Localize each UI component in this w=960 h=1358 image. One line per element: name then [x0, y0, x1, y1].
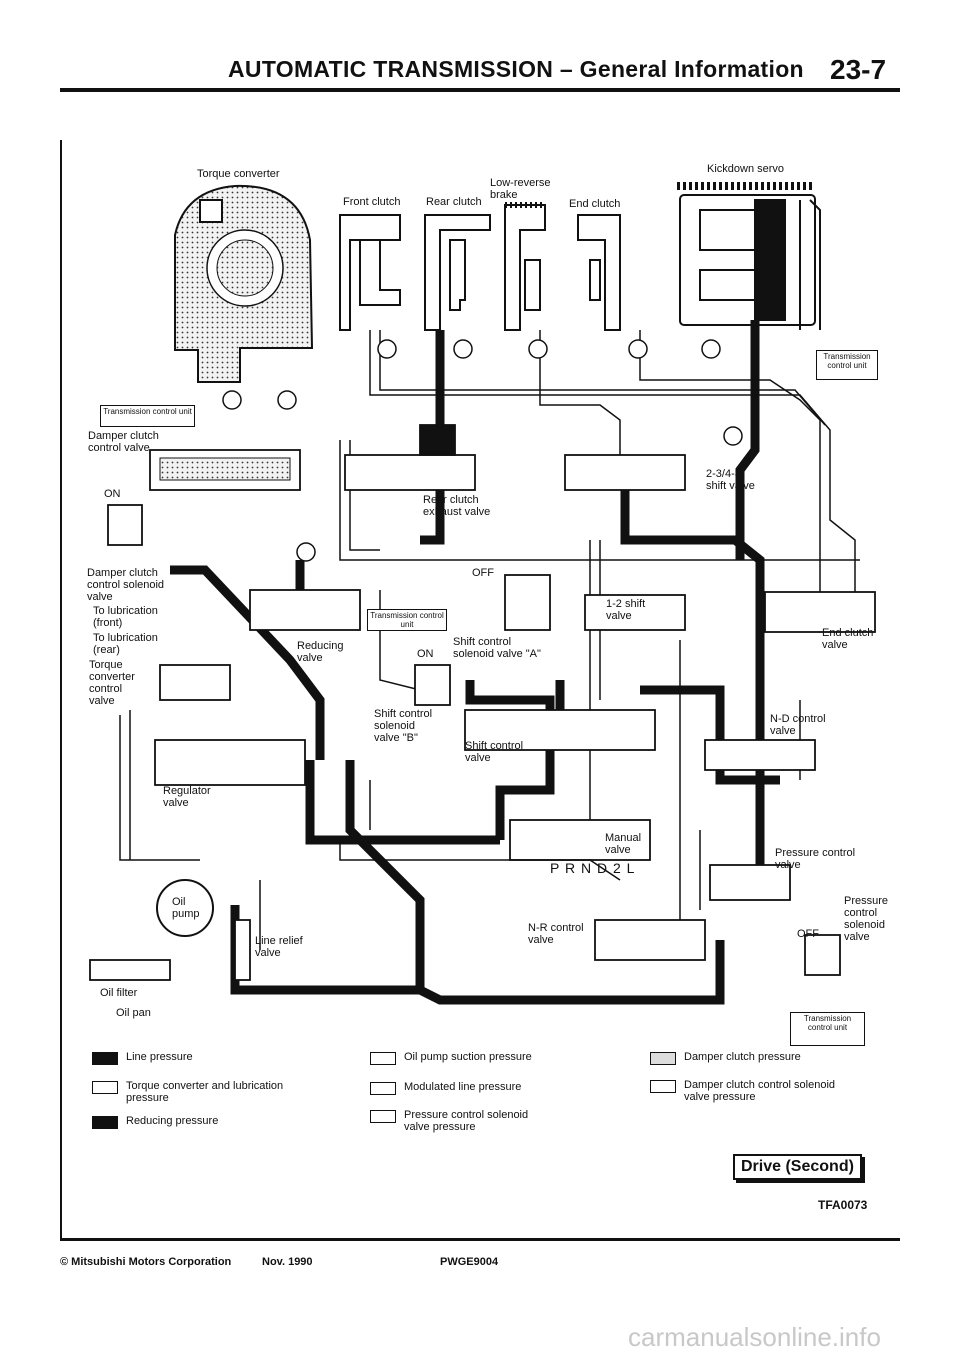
- label-nr-control-valve: N-R control valve: [528, 922, 584, 946]
- tcu-mid: Transmission control unit: [367, 609, 447, 631]
- nr-control-valve-body: [594, 919, 706, 961]
- footer-rule: [60, 1238, 900, 1241]
- label-torque-converter: Torque converter: [197, 168, 280, 180]
- legend-swatch: [370, 1110, 396, 1123]
- label-line-relief-valve: Line relief valve: [255, 935, 303, 959]
- label-off-right: OFF: [797, 928, 819, 940]
- rear-clutch: [424, 214, 491, 331]
- label-shift-valve-12: 1-2 shift valve: [606, 598, 646, 622]
- front-clutch: [339, 214, 401, 331]
- oil-filter-body: [89, 959, 171, 981]
- line-pressure-lines: [170, 320, 780, 1005]
- label-to-lubrication-front: To lubrication (front): [93, 605, 158, 629]
- legend-swatch: [92, 1081, 118, 1094]
- tcu-bottom-right: Transmission control unit: [790, 1012, 865, 1046]
- torque-converter: [174, 184, 314, 383]
- label-low-reverse-brake: Low-reverse brake: [490, 177, 551, 201]
- oil-pump-body: [156, 879, 214, 937]
- shift-valve-12-body: [584, 594, 686, 631]
- label-end-clutch-valve: End clutch valve: [822, 627, 874, 651]
- mode-label: Drive (Second): [733, 1154, 862, 1180]
- legend-text: Damper clutch control solenoid valve pre…: [684, 1079, 836, 1103]
- label-damper-clutch-control-valve: Damper clutch control valve: [88, 430, 159, 454]
- label-on-mid: ON: [417, 648, 434, 660]
- orifice-symbols: [222, 339, 743, 562]
- legend-text: Reducing pressure: [126, 1115, 219, 1127]
- label-rear-clutch-exhaust-valve: Rear clutch exhaust valve: [423, 494, 491, 518]
- legend-text: Line pressure: [126, 1051, 193, 1063]
- shift-solenoid-b-body: [414, 664, 451, 706]
- label-nd-control-valve: N-D control valve: [770, 713, 826, 737]
- label-end-clutch-top: End clutch: [569, 198, 621, 210]
- footer-copyright: © Mitsubishi Motors Corporation: [60, 1256, 232, 1268]
- shift-solenoid-a-body: [504, 574, 551, 631]
- legend-text: Damper clutch pressure: [684, 1051, 801, 1063]
- label-rear-clutch: Rear clutch: [426, 196, 482, 208]
- label-manual-valve: Manual valve: [605, 832, 642, 856]
- legend-swatch: [650, 1052, 676, 1065]
- regulator-valve-body: [154, 739, 306, 786]
- label-pressure-control-valve: Pressure control valve: [775, 847, 856, 871]
- tcu-left: Transmission control unit: [100, 405, 195, 427]
- label-shift-solenoid-a: Shift control solenoid valve "A": [453, 636, 541, 660]
- figure-code: TFA0073: [818, 1198, 868, 1212]
- label-torque-converter-control-valve: Torque converter control valve: [89, 659, 135, 707]
- low-reverse-brake: [504, 202, 546, 331]
- kickdown-servo: [677, 182, 821, 330]
- label-oil-filter: Oil filter: [100, 987, 138, 999]
- legend-text: Torque converter and lubrication pressur…: [126, 1080, 284, 1104]
- rear-clutch-exhaust-valve-body: [344, 454, 476, 491]
- torque-converter-control-valve-body: [159, 664, 231, 701]
- manual-valve-body: [509, 819, 651, 861]
- label-kickdown-servo: Kickdown servo: [707, 163, 785, 175]
- label-to-lubrication-rear: To lubrication (rear): [93, 632, 158, 656]
- label-shift-valve-2343: 2-3/4-3 shift valve: [706, 468, 755, 492]
- tcu-top-right: Transmission control unit: [816, 350, 878, 380]
- label-front-clutch: Front clutch: [343, 196, 401, 208]
- label-oil-pan: Oil pan: [116, 1007, 151, 1019]
- footer-doc-code: PWGE9004: [440, 1256, 499, 1268]
- end-clutch-valve-body: [764, 591, 876, 633]
- end-clutch: [577, 214, 621, 331]
- label-regulator-valve: Regulator valve: [163, 785, 211, 809]
- footer-date: Nov. 1990: [262, 1256, 313, 1268]
- label-shift-solenoid-b: Shift control solenoid valve "B": [374, 708, 433, 744]
- page-number: 23-7: [830, 54, 887, 85]
- pressure-control-valve-body: [709, 864, 791, 901]
- valve-bodies: [89, 424, 876, 981]
- watermark: carmanualsonline.info: [628, 1322, 881, 1352]
- page-title: AUTOMATIC TRANSMISSION – General Informa…: [228, 56, 804, 82]
- label-reducing-valve: Reducing valve: [297, 640, 344, 664]
- label-on-left: ON: [104, 488, 121, 500]
- damper-clutch-solenoid-body: [107, 504, 143, 546]
- label-shift-positions: P R N D 2 L: [550, 860, 636, 876]
- label-damper-clutch-solenoid: Damper clutch control solenoid valve: [87, 567, 165, 603]
- label-oil-pump: Oil pump: [172, 896, 200, 920]
- header-rule: [60, 88, 900, 92]
- legend-swatch: [92, 1116, 118, 1129]
- pc-solenoid-body: [804, 934, 841, 976]
- shift-control-valve-body: [464, 709, 656, 751]
- nd-control-valve-body: [704, 739, 816, 771]
- legend-text: Pressure control solenoid valve pressure: [404, 1109, 529, 1133]
- label-shift-control-valve: Shift control valve: [465, 740, 524, 764]
- legend-swatch: [650, 1080, 676, 1093]
- figure-frame-left: [60, 140, 62, 1238]
- legend-swatch: [92, 1052, 118, 1065]
- line-relief-valve-body: [234, 919, 251, 981]
- label-off-mid: OFF: [472, 567, 494, 579]
- legend-text: Modulated line pressure: [404, 1081, 522, 1093]
- reducing-valve-body: [249, 589, 361, 631]
- shift-valve-2343-body: [564, 454, 686, 491]
- legend-swatch: [370, 1052, 396, 1065]
- label-pressure-control-solenoid: Pressure control solenoid valve: [844, 895, 889, 943]
- legend-swatch: [370, 1082, 396, 1095]
- legend-text: Oil pump suction pressure: [404, 1051, 532, 1063]
